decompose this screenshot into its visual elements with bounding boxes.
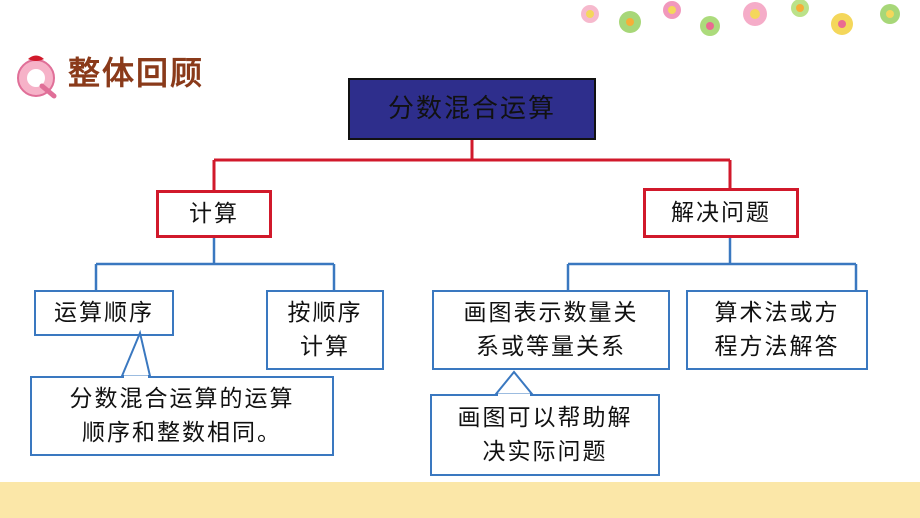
note-calc: 分数混合运算的运算 顺序和整数相同。 [30, 376, 334, 456]
leaf-operation-order: 运算顺序 [34, 290, 174, 336]
branch-node-calc: 计算 [156, 190, 272, 238]
leaf-calc-in-order: 按顺序 计算 [266, 290, 384, 370]
flower-decoration [581, 0, 900, 36]
branch-node-problem: 解决问题 [643, 188, 799, 238]
bottom-band [0, 482, 920, 518]
leaf-draw-diagram: 画图表示数量关 系或等量关系 [432, 290, 670, 370]
root-node: 分数混合运算 [348, 78, 596, 140]
leaf-arithmetic-or-equation: 算术法或方 程方法解答 [686, 290, 868, 370]
note-problem: 画图可以帮助解 决实际问题 [430, 394, 660, 476]
page-title: 整体回顾 [68, 54, 205, 92]
strawberry-q-icon [17, 55, 57, 99]
